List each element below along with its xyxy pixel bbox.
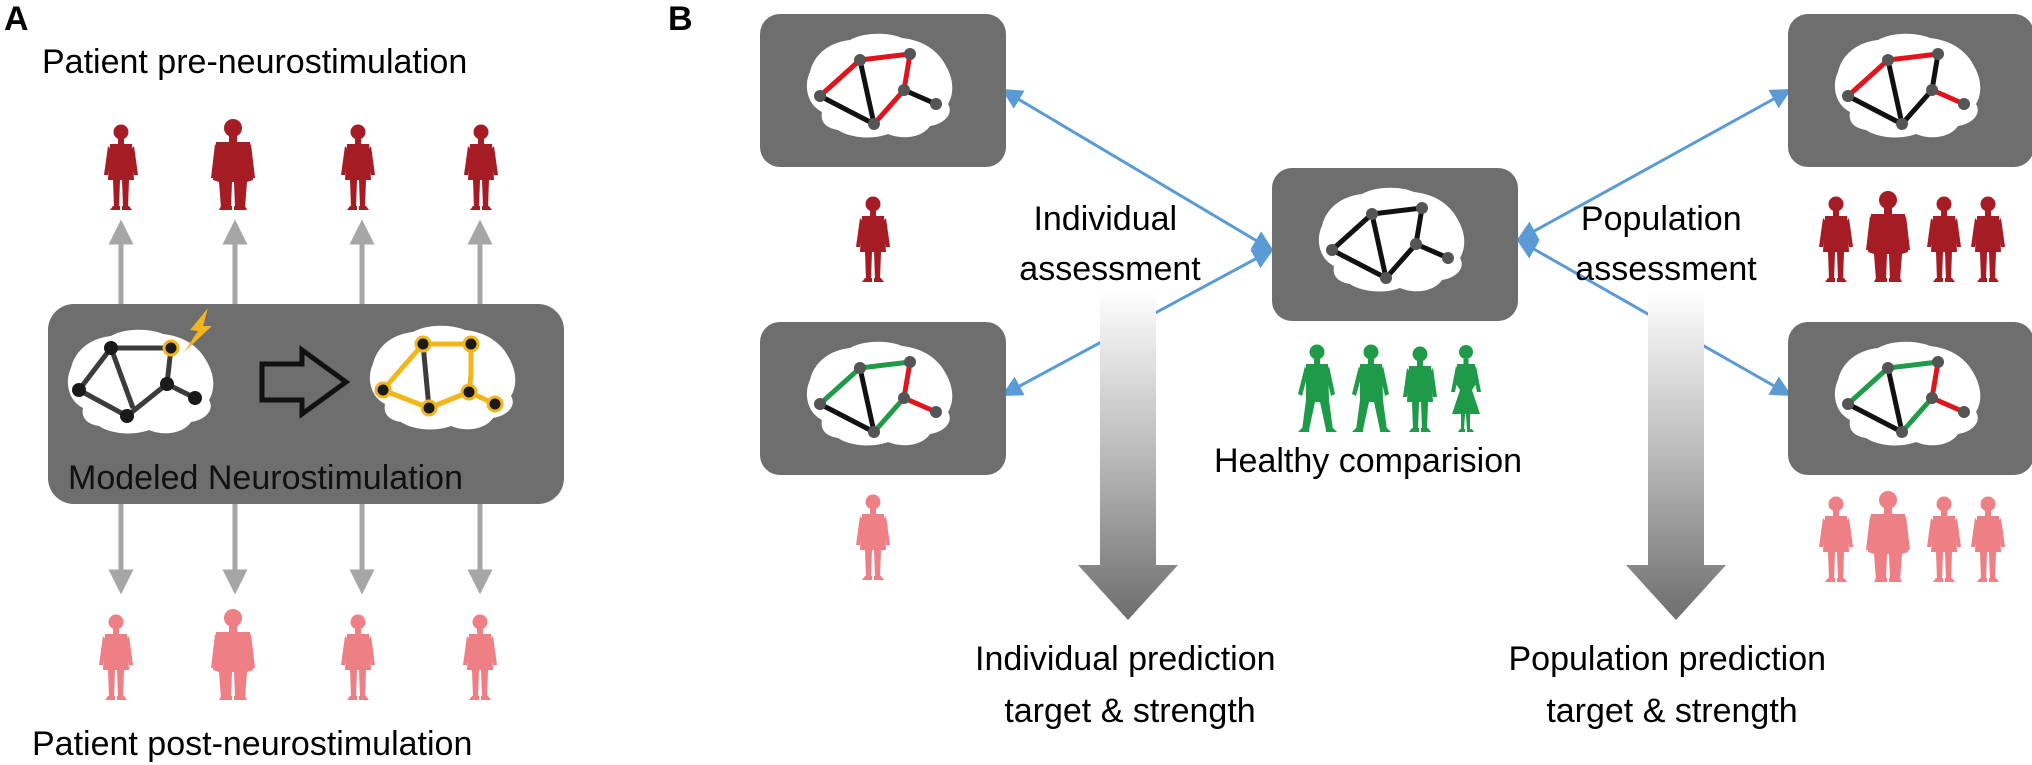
individual-prediction-line-1: Individual prediction — [975, 640, 1276, 678]
population-pre-patient-icons — [1819, 191, 2005, 282]
healthy-person-icon-3 — [1403, 346, 1437, 432]
lightning-bolt-icon — [184, 308, 212, 352]
individual-prediction-line-2: target & strength — [1004, 692, 1255, 730]
population-assessment-label: Population assessment — [1575, 200, 1757, 288]
individual-prediction-arrow — [1078, 288, 1178, 620]
down-arrows — [108, 504, 493, 595]
population-pre-patient-icon-3 — [1927, 196, 1961, 282]
panel-b-letter: B — [668, 0, 693, 38]
pre-patient-icon-2 — [211, 119, 255, 210]
post-neurostimulation-label: Patient post-neurostimulation — [32, 725, 472, 763]
individual-assessment-line-1: Individual — [1033, 200, 1177, 238]
arrow-to-population-pre — [1516, 88, 1792, 242]
individual-post-patient-icon — [856, 494, 890, 580]
brain-network-post — [369, 325, 516, 430]
individual-pre-patient-icon — [856, 196, 890, 282]
population-post-patient-icons — [1819, 491, 2005, 582]
panel-b: B — [668, 0, 2032, 730]
population-post-patient-icon-1 — [1819, 496, 1853, 582]
healthy-network-box — [1272, 168, 1518, 321]
population-prediction-label: Population prediction target & strength — [1508, 640, 1835, 730]
pre-patient-icon-1 — [104, 124, 138, 210]
post-patient-icon-3 — [341, 614, 375, 700]
population-post-patient-icon-4 — [1971, 496, 2005, 582]
population-prediction-arrow — [1626, 288, 1726, 620]
population-pre-patient-icon-1 — [1819, 196, 1853, 282]
healthy-person-icon-4 — [1451, 345, 1481, 432]
pre-patient-icon-4 — [464, 124, 498, 210]
post-patient-icon-2 — [211, 609, 255, 700]
population-pre-network-box — [1788, 14, 2032, 167]
population-post-network-box — [1788, 322, 2032, 475]
healthy-people-icons — [1298, 344, 1481, 432]
population-pre-patient-icon-2 — [1866, 191, 1910, 282]
healthy-person-icon-1 — [1298, 344, 1337, 432]
population-assessment-line-1: Population — [1581, 200, 1742, 238]
individual-prediction-label: Individual prediction target & strength — [975, 640, 1285, 730]
healthy-comparison-label: Healthy comparision — [1214, 442, 1522, 480]
individual-assessment-line-2: assessment — [1019, 250, 1201, 288]
population-prediction-line-2: target & strength — [1546, 692, 1797, 730]
individual-pre-network-box — [760, 14, 1006, 167]
arrow-to-individual-pre — [1001, 88, 1274, 252]
post-patient-icon-1 — [99, 614, 133, 700]
modeled-neurostimulation-label: Modeled Neurostimulation — [68, 459, 463, 497]
individual-assessment-label: Individual assessment — [1019, 200, 1201, 288]
panel-a-letter: A — [4, 0, 29, 38]
panel-a: A Patient pre-neurostimulation — [4, 0, 564, 763]
pre-patient-icon-3 — [341, 124, 375, 210]
post-patient-icon-4 — [463, 614, 497, 700]
population-pre-patient-icon-4 — [1971, 196, 2005, 282]
population-assessment-line-2: assessment — [1575, 250, 1757, 288]
brain-network-pre — [67, 329, 214, 434]
pre-patient-icons — [104, 119, 498, 210]
healthy-person-icon-2 — [1352, 344, 1391, 432]
population-post-patient-icon-2 — [1866, 491, 1910, 582]
stimulation-arrow-icon — [259, 345, 351, 419]
population-prediction-line-1: Population prediction — [1508, 640, 1826, 678]
individual-post-network-box — [760, 322, 1006, 475]
up-arrows — [108, 219, 493, 306]
pre-neurostimulation-label: Patient pre-neurostimulation — [42, 43, 467, 81]
post-patient-icons — [99, 609, 497, 700]
population-post-patient-icon-3 — [1927, 496, 1961, 582]
